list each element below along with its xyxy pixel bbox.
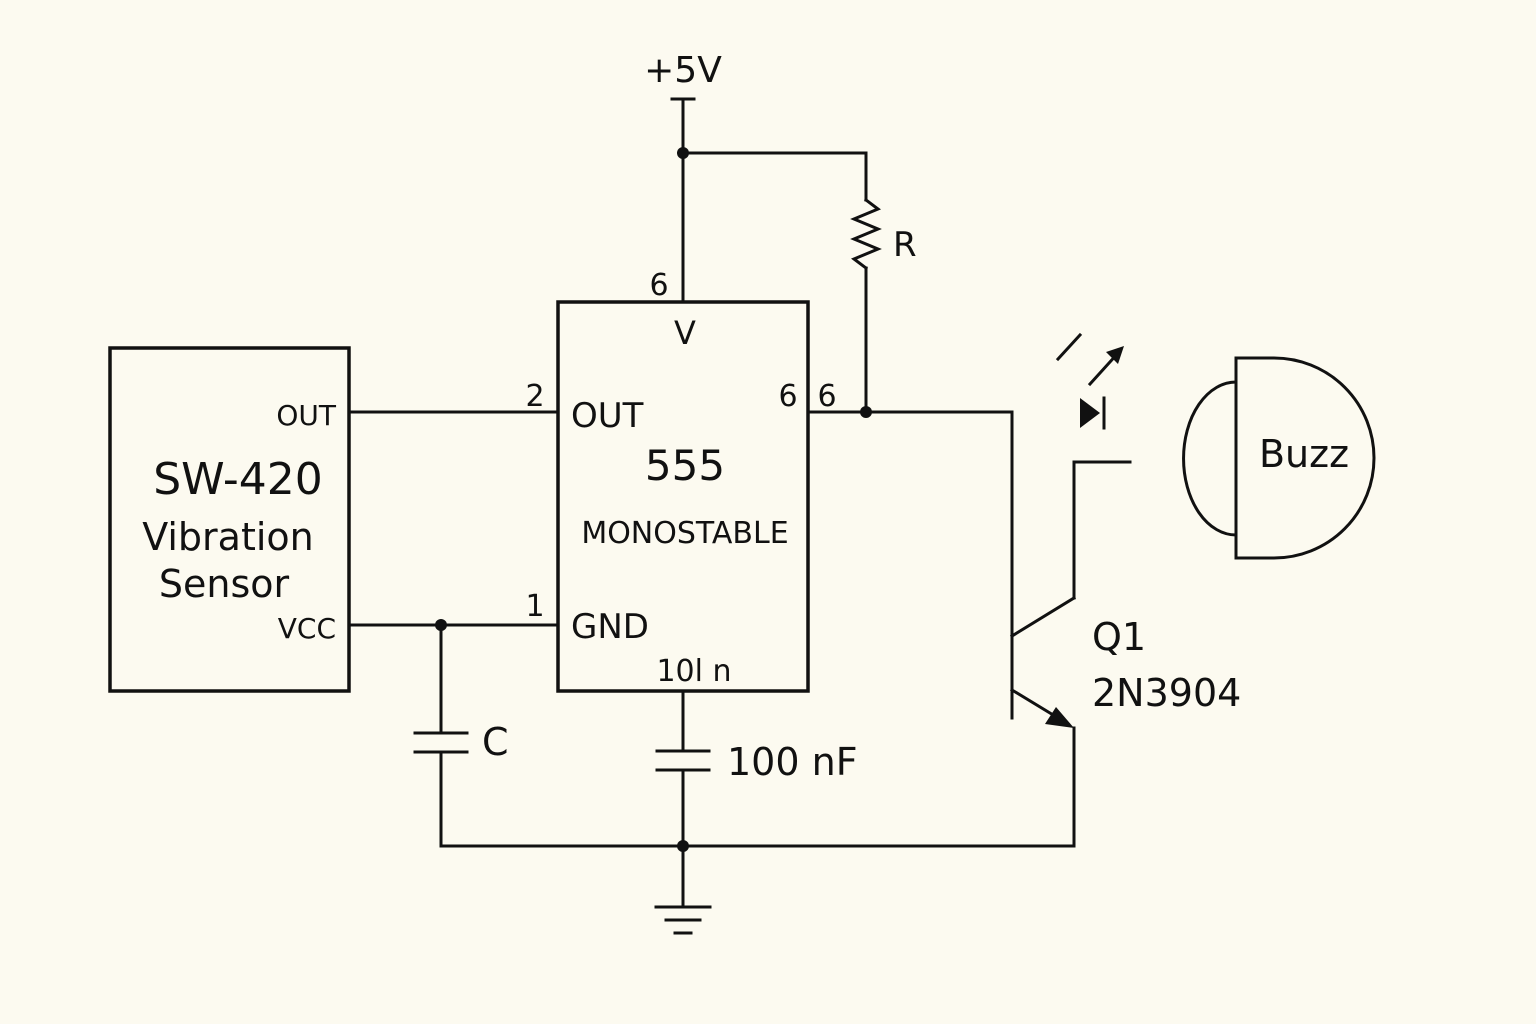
sensor-pin-vcc-label: VCC: [278, 612, 336, 645]
junction-output: [860, 406, 872, 418]
ic-top-pin-number: 6: [649, 268, 668, 303]
ic-pin1-number: 1: [525, 589, 544, 624]
capacitor-c-label: C: [482, 720, 509, 764]
sensor-module: [108, 346, 351, 693]
wire-collector-to-buzzer: [1072, 460, 1132, 600]
led-light-arrowhead: [1106, 346, 1124, 364]
ic-name: 555: [645, 441, 725, 490]
resistor-label: R: [893, 225, 917, 265]
sensor-subtitle-line2: Sensor: [159, 562, 290, 606]
ic-pin-out-label: OUT: [571, 396, 644, 436]
ic-right-pin-number-inside: 6: [778, 379, 797, 414]
sensor-title: SW-420: [153, 454, 323, 505]
ground-bus: [439, 726, 1076, 848]
ic-pin2-number: 2: [525, 379, 544, 414]
transistor-emitter-arrow: [1045, 707, 1074, 728]
capacitor-100nf-label: 100 nF: [727, 740, 858, 784]
transistor-ref: Q1: [1092, 615, 1146, 659]
sensor-pin-out-label: OUT: [276, 399, 337, 432]
led-diode-icon: [1080, 398, 1100, 428]
ic-mode: MONOSTABLE: [581, 516, 788, 551]
junction-ground: [677, 840, 689, 852]
transistor-collector-lead: [1009, 595, 1077, 639]
resistor-r: [850, 197, 882, 271]
wire-output-to-base: [806, 410, 1014, 720]
sensor-subtitle-line1: Vibration: [142, 515, 314, 559]
ic-top-pin-label: V: [674, 314, 696, 352]
led-light-arrow-1: [1055, 332, 1083, 362]
wire-supply-to-resistor: [681, 151, 868, 202]
buzzer-label: Buzz: [1259, 432, 1349, 476]
buzzer-body: [1182, 380, 1238, 537]
ic-pin-gnd-label: GND: [571, 607, 649, 647]
supply-label: +5V: [644, 50, 722, 91]
ic-right-pin-number-outside: 6: [817, 379, 836, 414]
buzzer-dome: [1234, 356, 1376, 560]
transistor-part: 2N3904: [1092, 671, 1241, 715]
ic-bottom-label: 10l n: [656, 654, 731, 689]
